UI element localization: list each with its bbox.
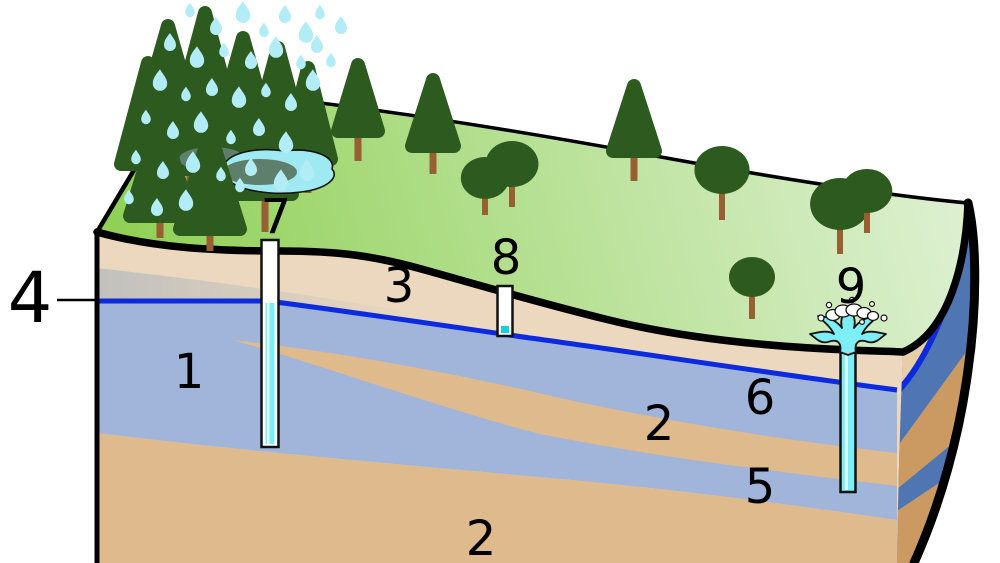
well7-water-highlight <box>267 303 270 444</box>
raindrop-icon <box>231 86 247 108</box>
side-unsaturated-strip <box>899 203 968 390</box>
aquitard-lens-area <box>233 340 897 486</box>
label-water-table-well: 7 <box>261 189 292 245</box>
tree-trunk <box>749 291 755 319</box>
raindrop-icon <box>178 189 194 211</box>
well9-pipe-highlight <box>845 350 848 490</box>
raindrop-icon <box>185 151 201 173</box>
tree-trunk <box>630 151 638 181</box>
well8-casing <box>496 284 514 338</box>
raindrop-icon <box>315 4 325 20</box>
tree-trunk <box>864 207 870 233</box>
raindrop-icon <box>298 21 314 43</box>
raindrop-icon <box>193 111 209 133</box>
raindrop-icon <box>189 46 205 68</box>
raindrop-icon <box>235 177 245 193</box>
water-table-line <box>97 298 898 393</box>
raindrop-icon <box>261 82 271 98</box>
raindrop-icon <box>219 42 229 58</box>
raindrop-icon <box>210 17 222 35</box>
raindrop-icon <box>141 109 151 125</box>
tree-trunk <box>837 224 843 254</box>
label-water-table: 4 <box>8 257 53 339</box>
raindrop-icon <box>273 169 289 191</box>
well7-water <box>265 303 275 444</box>
tree-trunk <box>429 146 437 174</box>
conifer-tree <box>331 58 385 138</box>
raindrop-icon <box>235 1 251 23</box>
raindrop-icon <box>131 149 141 165</box>
raindrop-icon <box>216 166 226 182</box>
raindrop-icon <box>259 22 269 38</box>
raindrop-icon <box>278 131 294 153</box>
raindrop-icon <box>245 51 257 69</box>
raindrop-icon <box>181 86 191 102</box>
front-face <box>97 232 903 563</box>
tree-trunk <box>482 193 488 215</box>
raindrop-icon <box>185 2 195 18</box>
fountain-foam <box>825 303 880 322</box>
conifer-tree <box>173 126 247 236</box>
rain <box>124 1 347 216</box>
raindrop-icon <box>124 189 134 205</box>
labels: 4 1 3 2 6 5 2 7 8 9 <box>8 189 867 563</box>
artesian-well <box>809 296 888 494</box>
raindrop-icon <box>296 54 306 70</box>
raindrop-icon <box>253 118 265 136</box>
raindrop-icon <box>167 121 179 139</box>
raindrop-icon <box>206 78 218 96</box>
water-table-well <box>260 238 280 449</box>
raindrop-icon <box>285 93 297 111</box>
label-unsaturated-zone: 3 <box>384 258 415 314</box>
round-tree <box>694 146 750 194</box>
label-unconfined-aquifer: 1 <box>174 344 205 400</box>
fountain-bubbles <box>817 296 888 326</box>
tree-trunk <box>156 216 164 238</box>
raindrop-icon <box>299 159 315 181</box>
raindrop-icon <box>279 5 291 23</box>
lower-confining-area <box>97 433 897 563</box>
side-tan-band <box>897 348 969 489</box>
label-artesian-well: 9 <box>836 259 867 315</box>
raindrop-icon <box>335 16 347 34</box>
tree-trunk <box>719 188 725 220</box>
round-tree <box>841 169 893 213</box>
raindrop-icon <box>305 69 321 91</box>
round-tree <box>729 257 775 297</box>
tree-trunk <box>354 131 362 161</box>
label-saturated-zone: 6 <box>745 370 776 426</box>
well8-water <box>501 326 509 333</box>
raindrop-icon <box>226 129 236 145</box>
label-dry-well: 8 <box>491 230 522 286</box>
round-tree <box>485 141 539 187</box>
conifer-tree <box>405 73 461 153</box>
raindrop-icon <box>151 198 163 216</box>
dry-well <box>496 284 514 338</box>
label-confined-aquifer: 5 <box>745 459 776 515</box>
raindrop-icon <box>157 161 169 179</box>
raindrop-icon <box>152 69 168 91</box>
raindrop-icon <box>268 36 284 58</box>
tree-trunk <box>509 181 515 207</box>
tree-trunk <box>206 229 214 251</box>
raindrop-icon <box>311 35 323 53</box>
block-right-edge <box>909 198 980 563</box>
raindrop-icon <box>326 52 336 68</box>
label-confining-upper: 2 <box>644 396 675 452</box>
surface-front-edge <box>93 199 972 356</box>
conifer-tree <box>606 79 662 158</box>
raindrop-icon <box>245 158 257 176</box>
tree-trunk <box>261 194 269 232</box>
raindrop-icon <box>164 33 176 51</box>
label-confining-lower: 2 <box>466 511 497 563</box>
